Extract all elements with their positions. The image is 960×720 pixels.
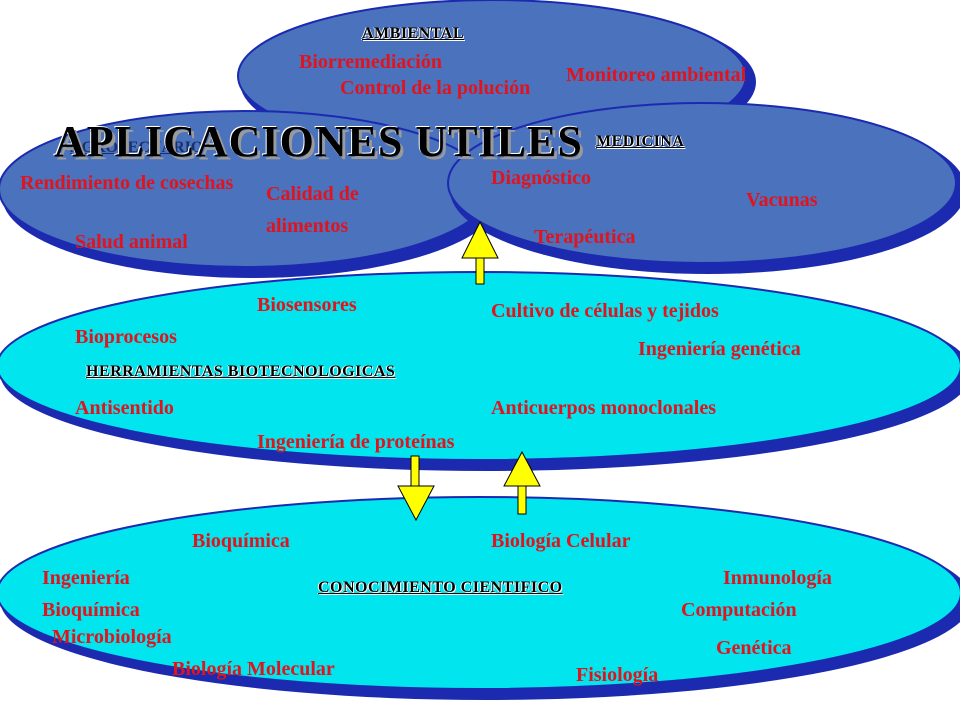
ambiental-item: Control de la polución bbox=[340, 77, 531, 99]
medicina-header: MEDICINA bbox=[596, 133, 685, 150]
agro-item: Salud animal bbox=[75, 231, 188, 253]
agro-header: AGROPECUARIO bbox=[70, 139, 204, 156]
conocimiento-item: Inmunología bbox=[723, 567, 832, 589]
ambiental-header: AMBIENTAL bbox=[362, 25, 464, 42]
conocimiento-item: Fisiología bbox=[576, 664, 659, 686]
medicina-item: Terapéutica bbox=[534, 226, 636, 248]
page-title: APLICACIONES UTILES bbox=[54, 117, 583, 166]
down-arrow-icon bbox=[397, 455, 435, 522]
medicina-item: Diagnóstico bbox=[491, 167, 591, 189]
herramientas-item: Antisentido bbox=[75, 397, 174, 419]
herramientas-item: Biosensores bbox=[257, 294, 357, 316]
herramientas-item: Ingeniería genética bbox=[638, 338, 801, 360]
medicina-ellipse bbox=[447, 102, 957, 264]
conocimiento-item: Computación bbox=[681, 599, 797, 621]
medicina-item: Vacunas bbox=[746, 189, 818, 211]
herramientas-item: Anticuerpos monoclonales bbox=[491, 397, 716, 419]
herramientas-item: Bioprocesos bbox=[75, 326, 177, 348]
agro-item: alimentos bbox=[266, 215, 349, 237]
ambiental-item: Biorremediación bbox=[299, 51, 442, 73]
herramientas-header: HERRAMIENTAS BIOTECNOLOGICAS bbox=[86, 363, 396, 380]
conocimiento-item: Biología Celular bbox=[491, 530, 631, 552]
up-arrow-icon bbox=[503, 450, 541, 515]
herramientas-item: Cultivo de células y tejidos bbox=[491, 300, 719, 322]
conocimiento-item: Bioquímica bbox=[192, 530, 290, 552]
conocimiento-item: Biología Molecular bbox=[172, 658, 335, 680]
agro-item: Rendimiento de cosechas bbox=[20, 172, 234, 194]
agro-item: Calidad de bbox=[266, 183, 359, 205]
conocimiento-item: Genética bbox=[716, 637, 792, 659]
herramientas-item: Ingeniería de proteínas bbox=[257, 431, 455, 453]
conocimiento-ellipse bbox=[0, 496, 960, 690]
conocimiento-item: Bioquímica bbox=[42, 599, 140, 621]
conocimiento-header: CONOCIMIENTO CIENTIFICO bbox=[318, 579, 563, 596]
conocimiento-item: Ingeniería bbox=[42, 567, 130, 589]
conocimiento-item: Microbiología bbox=[52, 626, 172, 648]
ambiental-item: Monitoreo ambiental bbox=[566, 64, 747, 86]
up-arrow-icon bbox=[461, 220, 499, 285]
